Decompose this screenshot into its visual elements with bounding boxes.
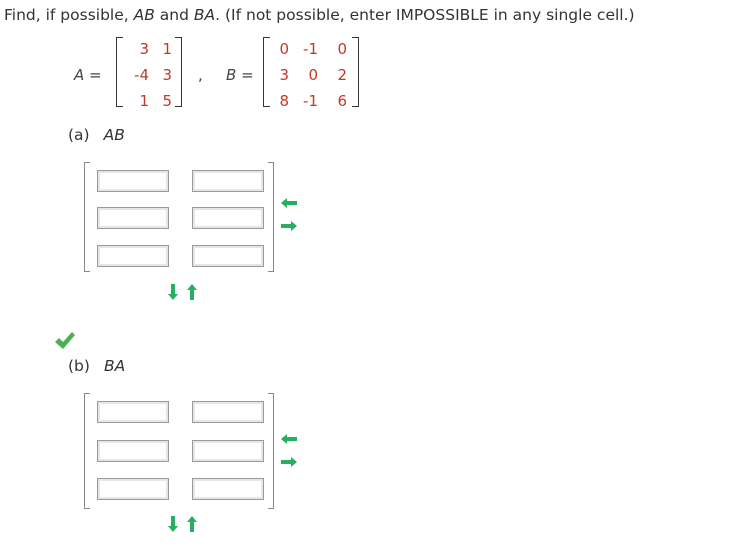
- matrix-b-left-bracket: [263, 37, 270, 107]
- add-column-right-arrow-icon[interactable]: [280, 220, 298, 232]
- answer-a-cell-r2c1[interactable]: [97, 207, 169, 229]
- matrix-a-label: A =: [74, 66, 102, 84]
- remove-row-up-arrow-icon[interactable]: [186, 515, 198, 533]
- add-row-down-arrow-icon[interactable]: [167, 515, 179, 533]
- matrix-b-entry: 8: [279, 92, 289, 110]
- matrix-b-entry: 0: [279, 40, 289, 58]
- answer-b-cell-r2c2[interactable]: [192, 440, 264, 462]
- add-row-down-arrow-icon[interactable]: [167, 283, 179, 301]
- matrix-b-entry: -1: [303, 40, 318, 58]
- matrix-a-entry: 3: [162, 66, 172, 84]
- answer-b-cell-r1c1[interactable]: [97, 401, 169, 423]
- matrix-b-entry: 6: [337, 92, 347, 110]
- matrix-b-right-bracket: [352, 37, 359, 107]
- answer-a-cell-r2c2[interactable]: [192, 207, 264, 229]
- part-a-label: (a)AB: [68, 126, 125, 144]
- matrix-a-entry: -4: [134, 66, 149, 84]
- matrix-b-entry: -1: [303, 92, 318, 110]
- answer-a-cell-r3c1[interactable]: [97, 245, 169, 267]
- answer-b-cell-r3c1[interactable]: [97, 478, 169, 500]
- matrix-separator: ,: [198, 66, 203, 84]
- answer-a-right-bracket: [268, 162, 274, 272]
- matrix-b-entry: 3: [279, 66, 289, 84]
- matrix-a-entry: 1: [139, 92, 149, 110]
- answer-a-cell-r3c2[interactable]: [192, 245, 264, 267]
- answer-a-left-bracket: [84, 162, 90, 272]
- question-text: Find, if possible, AB and BA. (If not po…: [4, 6, 635, 24]
- part-b-label: (b)BA: [68, 357, 126, 375]
- matrix-a-entry: 5: [162, 92, 172, 110]
- remove-column-left-arrow-icon[interactable]: [280, 197, 298, 209]
- answer-b-cell-r1c2[interactable]: [192, 401, 264, 423]
- correct-check-icon: [55, 332, 75, 349]
- matrix-a-entry: 1: [162, 40, 172, 58]
- matrix-b-entry: 2: [337, 66, 347, 84]
- answer-a-cell-r1c1[interactable]: [97, 170, 169, 192]
- matrix-a-right-bracket: [175, 37, 182, 107]
- answer-b-left-bracket: [84, 393, 90, 509]
- add-column-right-arrow-icon[interactable]: [280, 456, 298, 468]
- answer-b-cell-r3c2[interactable]: [192, 478, 264, 500]
- answer-b-cell-r2c1[interactable]: [97, 440, 169, 462]
- matrix-a-left-bracket: [116, 37, 123, 107]
- matrix-b-entry: 0: [308, 66, 318, 84]
- remove-row-up-arrow-icon[interactable]: [186, 283, 198, 301]
- answer-b-right-bracket: [268, 393, 274, 509]
- matrix-b-label: B =: [226, 66, 254, 84]
- matrix-b-entry: 0: [337, 40, 347, 58]
- matrix-a-entry: 3: [139, 40, 149, 58]
- remove-column-left-arrow-icon[interactable]: [280, 433, 298, 445]
- answer-a-cell-r1c2[interactable]: [192, 170, 264, 192]
